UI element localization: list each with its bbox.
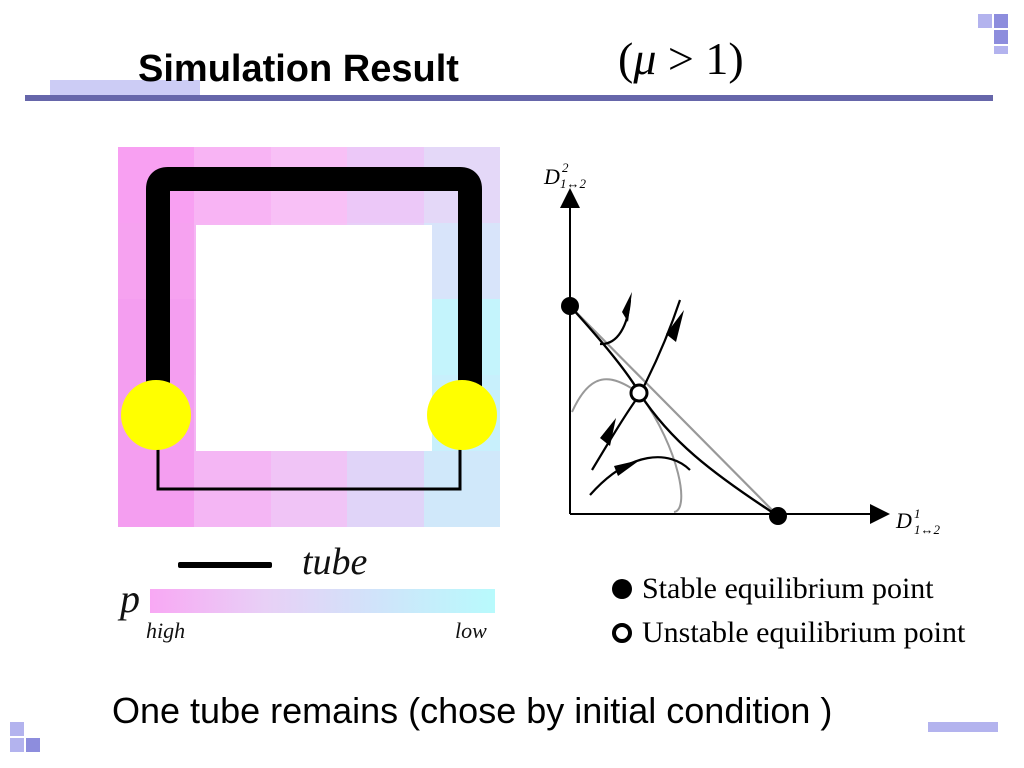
y-axis-sub: 1↔2 — [560, 176, 587, 191]
tube-network — [121, 167, 497, 491]
legend-unstable: Unstable equilibrium point — [612, 616, 965, 650]
condition-mu: μ — [633, 33, 657, 84]
trajectory-arrow — [600, 418, 616, 446]
decor-square — [10, 738, 24, 752]
inner-white-area — [196, 225, 432, 451]
gradient-high-label: high — [146, 618, 186, 643]
decor-square — [994, 46, 1008, 54]
tube-legend-label: tube — [302, 541, 368, 583]
decor-square — [26, 738, 40, 752]
tube-legend-line — [178, 562, 272, 568]
stable-point-y — [561, 297, 579, 315]
y-axis-label: D — [543, 164, 560, 189]
decor-square — [994, 30, 1008, 44]
legend-stable-label: Stable equilibrium point — [642, 572, 934, 605]
legend-stable: Stable equilibrium point — [612, 572, 934, 606]
thin-tube — [156, 417, 462, 491]
title-accent-bar — [50, 80, 200, 96]
trajectory-arrow — [622, 292, 632, 322]
decor-square — [994, 14, 1008, 28]
sink-node — [427, 380, 497, 450]
phase-diagram: D 2 1↔2 D 1 1↔2 — [543, 160, 941, 537]
bottom-accent-bar — [928, 722, 998, 732]
x-axis-label: D — [895, 508, 912, 533]
legend-unstable-label: Unstable equilibrium point — [642, 616, 966, 649]
trajectory-c — [591, 393, 641, 471]
trajectory-b — [639, 299, 682, 395]
x-axis-sup: 1 — [914, 506, 921, 521]
x-axis-sub: 1↔2 — [914, 522, 941, 537]
condition-rest: > 1) — [656, 33, 744, 84]
source-node — [121, 380, 191, 450]
unstable-point — [629, 383, 649, 403]
trajectory-arrow — [666, 310, 684, 342]
unstable-dot-icon — [612, 623, 632, 643]
trajectory-arrow — [614, 460, 640, 476]
y-axis-sup: 2 — [562, 160, 569, 175]
condition-open: ( — [618, 33, 634, 84]
pressure-gradient-bar — [150, 589, 495, 613]
stable-dot-icon — [612, 579, 632, 599]
condition-label: (μ > 1) — [618, 32, 744, 85]
gradient-low-label: low — [455, 618, 487, 643]
decor-square — [978, 14, 992, 28]
decor-square — [10, 722, 24, 736]
equilibrium-line — [569, 305, 779, 517]
title-rule — [25, 95, 993, 101]
page-title: Simulation Result — [138, 48, 459, 90]
slide-caption: One tube remains (chose by initial condi… — [112, 690, 833, 731]
separatrix-upper — [571, 378, 641, 413]
pressure-legend-label: p — [120, 576, 140, 621]
stable-point-x — [769, 507, 787, 525]
trajectory-d — [589, 456, 691, 496]
thick-tube — [146, 167, 482, 417]
